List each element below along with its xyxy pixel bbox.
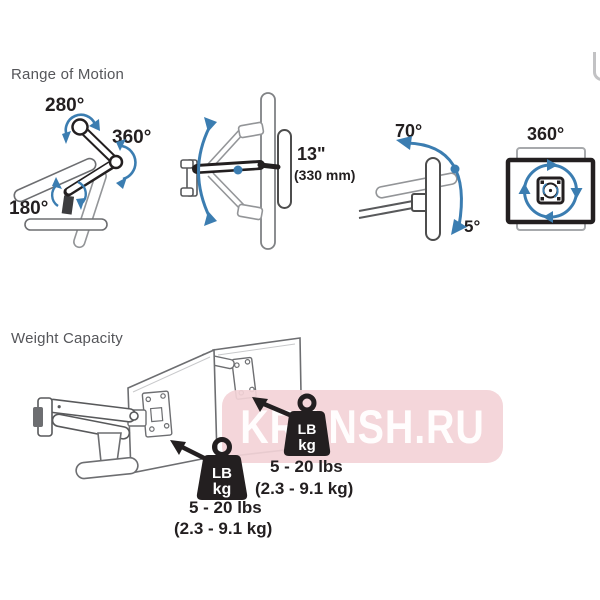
pivot-dot-icon [233,165,243,175]
pivot-dot-icon [450,164,460,174]
monitor-upright [425,157,441,241]
monitor-travel-profile [260,92,276,250]
arrow-icon [252,397,268,412]
elbow-rotation-arrow-icon [116,139,137,189]
tilt-diagram [358,136,467,241]
tilt-range-arrow-icon [396,136,467,235]
rear-weight-range-kg: (2.3 - 9.1 kg) [255,479,354,498]
svg-text:LB: LB [212,465,232,482]
weight-capacity-callouts: LB kg LB kg [170,393,331,500]
arm-ghost-top [207,121,265,168]
base-rotation-label: 180° [9,198,49,219]
arm-lines [358,193,428,219]
arm-and-base [33,397,139,480]
cropped-watermark-fragment-icon [593,52,600,81]
arm-ghost-bottom [207,172,264,221]
front-weight-range-kg: (2.3 - 9.1 kg) [174,519,273,538]
arm-rotation-diagram [13,113,137,249]
mount-block [61,195,75,215]
top-joint [71,118,89,136]
base-rotation-arrow-icon [50,177,87,210]
lift-range-arrow-icon [197,117,217,226]
weight-icon-rear: LB kg [252,393,331,456]
watermark-badge: KRANSH.RU [222,390,503,463]
vesa-plate [536,176,565,205]
screen-rotation-label: 360° [527,124,565,144]
top-rotation-arrow-icon [62,113,100,144]
svg-text:kg: kg [298,437,316,454]
arrow-icon [170,440,186,455]
elbow-joint [108,154,124,170]
svg-text:LB: LB [298,421,317,437]
rear-weight-range-lbs: 5 - 20 lbs [270,457,343,476]
weight-capacity-title: Weight Capacity [11,330,123,347]
tilt-back-label: 70° [395,121,423,141]
pan-rotation-diagram [505,147,596,231]
front-monitor-back [127,348,218,474]
monitor-middle-position [277,129,292,209]
top-rotation-label: 280° [45,95,85,116]
arm-solid [192,160,281,174]
height-adjust-diagram [180,92,292,250]
front-weight-range-lbs: 5 - 20 lbs [189,498,262,517]
rotation-circle-arrow-icon [518,159,583,223]
lift-inches-label: 13" [297,144,326,164]
svg-text:kg: kg [213,481,232,498]
lift-mm-label: (330 mm) [294,167,356,183]
weight-icon-front: LB kg [170,437,248,500]
tilt-forward-label: 5° [464,217,481,236]
base-bar [24,218,108,231]
range-of-motion-title: Range of Motion [11,66,125,83]
